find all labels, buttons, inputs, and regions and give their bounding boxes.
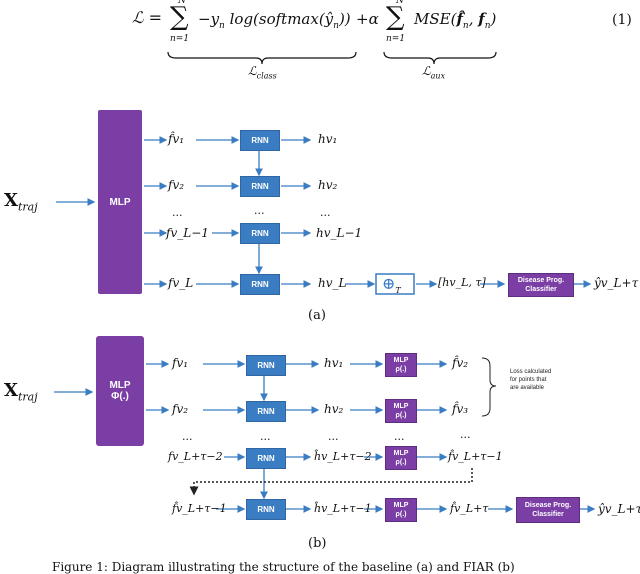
f-label-a-1: f̂v₁	[168, 132, 185, 146]
plus-alpha: +α	[356, 10, 379, 28]
loss-symbol: ℒ =	[132, 8, 163, 27]
fhat-label-b-2: f̂v₃	[452, 402, 469, 416]
term2: MSE(f̂n, fn)	[414, 10, 497, 31]
mlp-phi-block: MLP Φ(.)	[96, 336, 144, 446]
h-label-a-1: hv₁	[318, 132, 338, 146]
term1: −yn log(softmax(ŷn))	[198, 10, 351, 31]
concat-icon: ⊕T	[382, 274, 401, 296]
rnn-b-4: RNN	[246, 499, 286, 520]
sum1-bottom: n=1	[170, 34, 190, 44]
output-a: ŷv_L+τ	[594, 276, 639, 290]
f-label-a-4: fv_L	[168, 276, 194, 290]
mlp-phi-func: Φ(.)	[111, 391, 129, 402]
h-label-a-4: hv_L	[318, 276, 347, 290]
concat-output: [hv_L, τ]	[438, 276, 486, 289]
sum1-symbol: ∑	[170, 2, 189, 32]
f-label-b-2: fv₂	[172, 402, 189, 416]
fhat-label-b-1: f̂v₂	[452, 356, 469, 370]
rnn-dots-b: ...	[260, 430, 271, 443]
rnn-dots-a: ...	[254, 204, 265, 217]
rnn-b-3: RNN	[246, 448, 286, 469]
fhat-dots-b: ...	[460, 428, 471, 441]
equation-number: (1)	[612, 12, 632, 28]
sum1-top: N	[178, 0, 186, 6]
class-loss-label: ℒclass	[248, 64, 277, 81]
h-dots-a: ...	[320, 206, 331, 219]
figure-caption: Figure 1: Diagram illustrating the struc…	[52, 560, 515, 574]
f-dots-b: ...	[182, 430, 193, 443]
h-label-b-4: ĥv_L+τ−1	[314, 502, 372, 515]
h-label-a-3: hv_L−1	[316, 226, 363, 240]
input-xtraj-a: Xtraj	[4, 190, 38, 214]
caption-b: (b)	[308, 536, 327, 551]
f-label-a-2: fv₂	[168, 178, 185, 192]
mlp-phi-title: MLP	[109, 380, 131, 391]
rnn-a-1: RNN	[240, 130, 280, 151]
f-label-b-4: f̂v_L+τ−1	[172, 502, 227, 515]
output-b: ŷv_L+τ	[598, 502, 640, 516]
h-dots-b: ...	[328, 430, 339, 443]
f-dots-a: ...	[172, 206, 183, 219]
rnn-a-4: RNN	[240, 274, 280, 295]
f-label-b-3: fv_L+τ−2	[168, 450, 223, 463]
sum2-top: N	[396, 0, 404, 6]
aux-loss-label: ℒaux	[422, 64, 446, 81]
h-label-b-2: hv₂	[324, 402, 344, 416]
mlp-dots-b: ...	[394, 430, 405, 443]
f-label-a-3: fv_L−1	[166, 226, 209, 240]
rnn-a-3: RNN	[240, 223, 280, 244]
fhat-label-b-4: f̂v_L+τ	[450, 502, 489, 515]
sum2-bottom: n=1	[386, 34, 406, 44]
underbraces	[167, 51, 497, 65]
f-label-b-1: fv₁	[172, 356, 189, 370]
input-xtraj-b: Xtraj	[4, 380, 38, 404]
classifier-a: Disease Prog. Classifier	[508, 273, 574, 297]
loss-note: Loss calculated for points that are avai…	[510, 369, 552, 391]
sum2-symbol: ∑	[386, 2, 405, 32]
h-label-a-2: hv₂	[318, 178, 338, 192]
rnn-a-2: RNN	[240, 176, 280, 197]
classifier-b: Disease Prog. Classifier	[516, 497, 580, 523]
rnn-b-1: RNN	[246, 355, 286, 376]
fhat-label-b-3: f̂v_L+τ−1	[448, 450, 503, 463]
h-label-b-1: hv₁	[324, 356, 344, 370]
rnn-b-2: RNN	[246, 401, 286, 422]
caption-a: (a)	[308, 308, 326, 323]
mlp-block-a: MLP	[98, 110, 142, 294]
h-label-b-3: ĥv_L+τ−2	[314, 450, 372, 463]
